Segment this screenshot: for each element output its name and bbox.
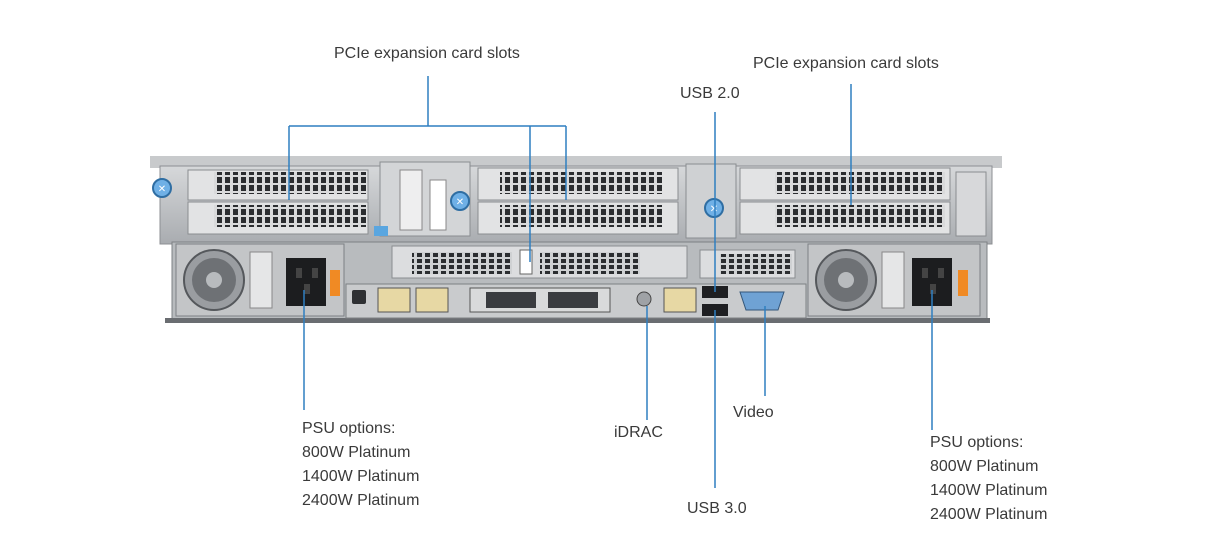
- psu-left-option: 800W Platinum: [302, 444, 411, 461]
- psu-right-label: PSU options: 800W Platinum 1400W Platinu…: [930, 431, 1047, 527]
- vga-port: [739, 291, 785, 311]
- svg-text:✕: ✕: [710, 204, 718, 215]
- psu-left-option: 2400W Platinum: [302, 492, 420, 509]
- svg-text:✕: ✕: [158, 184, 166, 195]
- pcie-right-label: PCIe expansion card slots: [753, 55, 939, 72]
- psu-left: [175, 243, 345, 317]
- video-label: Video: [733, 404, 774, 421]
- psu-right-option: 800W Platinum: [930, 458, 1039, 475]
- thumb-screws: ✕ ✕ ✕: [152, 178, 724, 218]
- psu-left-label: PSU options: 800W Platinum 1400W Platinu…: [302, 417, 419, 513]
- usb20-label: USB 2.0: [680, 85, 740, 102]
- io-ports: [345, 283, 807, 319]
- psu-left-option: 1400W Platinum: [302, 468, 420, 485]
- psu-right-option: 2400W Platinum: [930, 506, 1048, 523]
- psu-right-option: 1400W Platinum: [930, 482, 1048, 499]
- psu-right-title: PSU options:: [930, 434, 1024, 451]
- callout-lines: [288, 76, 933, 488]
- pcie-riser-left: [187, 167, 679, 235]
- svg-text:✕: ✕: [456, 197, 464, 208]
- psu-right: [807, 243, 981, 317]
- pcie-low-profile-slots: [391, 245, 796, 279]
- psu-left-title: PSU options:: [302, 420, 396, 437]
- idrac-label: iDRAC: [614, 424, 663, 441]
- pcie-left-label: PCIe expansion card slots: [334, 45, 520, 62]
- usb30-label: USB 3.0: [687, 500, 747, 517]
